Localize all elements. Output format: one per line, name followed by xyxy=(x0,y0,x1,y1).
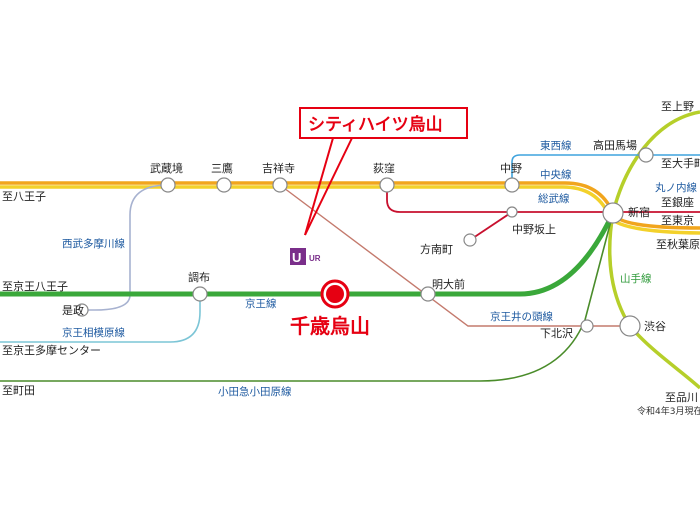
station-node-meidaimae xyxy=(420,286,436,302)
station-honancho: 方南町 xyxy=(420,242,453,256)
station-keio-hachioji: 至京王八王子 xyxy=(2,279,68,293)
label-marunouchi: 丸ノ内線 xyxy=(655,181,697,194)
callout-box xyxy=(299,107,468,139)
marunouchi-branch xyxy=(469,211,513,241)
station-node-takadanobaba xyxy=(638,147,654,163)
station-node-mitaka xyxy=(216,177,232,193)
station-musashisakai: 武蔵境 xyxy=(150,161,183,175)
label-keio: 京王線 xyxy=(245,297,277,310)
station-nakano: 中野 xyxy=(500,162,522,175)
inokashira-line xyxy=(279,184,630,327)
station-takadanobaba: 高田馬場 xyxy=(593,138,637,152)
label-seibu-tamagawa: 西武多摩川線 xyxy=(62,237,125,250)
station-node-shibuya xyxy=(619,315,641,337)
station-node-chofu xyxy=(192,286,208,302)
station-meidaimae: 明大前 xyxy=(432,277,465,291)
station-chofu: 調布 xyxy=(188,270,210,284)
station-otemachi: 至大手町 xyxy=(661,156,700,170)
station-node-koremasa xyxy=(75,303,89,317)
label-tozai: 東西線 xyxy=(540,139,572,152)
station-machida: 至町田 xyxy=(2,384,35,397)
chuo-line xyxy=(0,181,700,230)
station-shibuya: 渋谷 xyxy=(644,320,666,333)
station-shimokitazawa: 下北沢 xyxy=(540,326,573,340)
tozai-line xyxy=(511,154,700,183)
marunouchi-line xyxy=(386,187,700,213)
footnote: 令和4年3月現在 xyxy=(637,405,700,417)
target-station-marker-inner xyxy=(326,285,344,303)
station-ginza: 至銀座 xyxy=(661,195,694,209)
station-keio-tama-center: 至京王多摩センター xyxy=(2,343,101,357)
station-node-nakano xyxy=(504,177,520,193)
station-koremasa: 是政 xyxy=(62,303,84,317)
ur-logo-mark: U xyxy=(292,250,301,265)
station-tokyo: 至東京 xyxy=(661,213,694,227)
station-node-kichijoji xyxy=(272,177,288,193)
label-yamanote: 山手線 xyxy=(620,272,652,285)
station-node-ogikubo xyxy=(379,177,395,193)
station-node-musashisakai xyxy=(160,177,176,193)
label-sobu: 総武線 xyxy=(538,192,570,205)
callout-property-name: シティハイツ烏山 xyxy=(308,114,443,135)
callout-pointer-right xyxy=(304,137,353,236)
keio-sagamihara-line xyxy=(0,294,201,343)
label-odakyu: 小田急小田原線 xyxy=(218,385,292,398)
label-keio-sagamihara: 京王相模原線 xyxy=(62,326,125,339)
ur-logo: U UR xyxy=(290,248,326,265)
label-inokashira: 京王井の頭線 xyxy=(490,310,553,323)
station-ueno: 至上野 xyxy=(661,100,694,113)
target-station-name: 千歳烏山 xyxy=(290,314,370,338)
station-kichijoji: 吉祥寺 xyxy=(262,161,295,175)
sobu-line xyxy=(0,185,700,235)
station-shinagawa: 至品川 xyxy=(665,391,698,404)
station-hachioji: 至八王子 xyxy=(2,190,46,203)
station-node-shinjuku xyxy=(602,202,624,224)
station-nakanosakaue: 中野坂上 xyxy=(512,223,556,236)
keio-line xyxy=(0,211,616,297)
station-akihabara: 至秋葉原 xyxy=(656,237,700,251)
station-node-nakanosakaue xyxy=(506,206,518,218)
station-node-shimokitazawa xyxy=(580,319,594,333)
yamanote-line xyxy=(607,110,700,390)
label-chuo: 中央線 xyxy=(540,168,572,181)
station-node-honancho xyxy=(463,233,477,247)
callout-pointer-left xyxy=(304,137,334,236)
station-ogikubo: 荻窪 xyxy=(373,161,395,175)
station-shinjuku: 新宿 xyxy=(628,205,650,219)
ur-logo-text: UR xyxy=(309,254,321,263)
station-mitaka: 三鷹 xyxy=(211,161,233,175)
